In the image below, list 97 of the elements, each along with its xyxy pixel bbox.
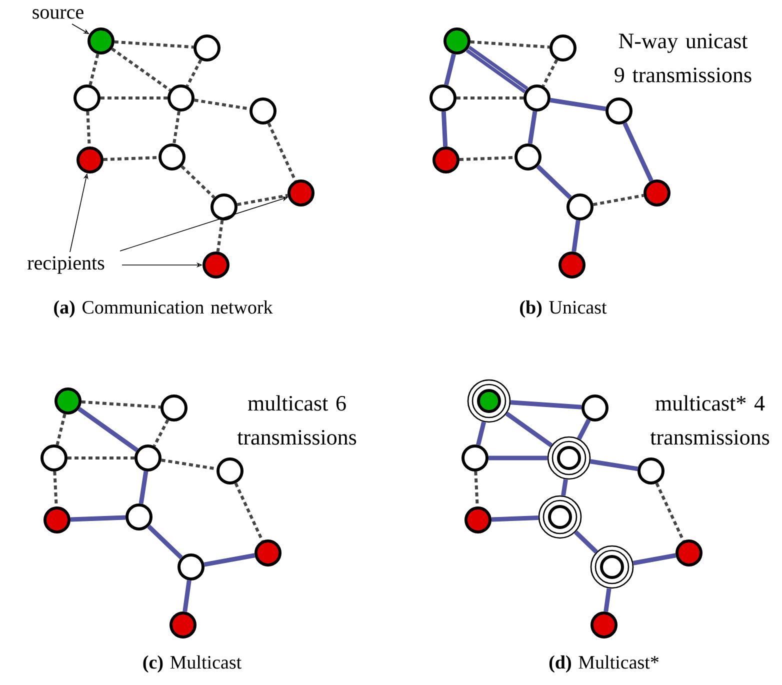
link-line <box>572 220 580 252</box>
dashed-link <box>161 458 217 470</box>
network-node <box>194 34 220 62</box>
link-line <box>604 588 612 612</box>
link-line <box>138 471 148 504</box>
network-node <box>288 180 314 206</box>
link-line <box>204 553 256 567</box>
dashed-link <box>88 54 100 86</box>
dashed-link <box>459 156 515 161</box>
network-node <box>158 144 186 170</box>
network-node <box>644 180 670 206</box>
link-line <box>505 412 553 448</box>
broadcast-node <box>547 436 591 480</box>
network-node <box>170 611 196 638</box>
link-line <box>441 111 448 147</box>
link-line <box>536 164 572 200</box>
dashed-link <box>152 419 170 447</box>
network-node <box>430 84 456 112</box>
panel-caption: (a) Communication network <box>54 300 273 318</box>
annotation-label: source <box>32 9 84 19</box>
broadcast-node <box>590 545 634 589</box>
link-line <box>561 479 568 496</box>
dashed-link <box>593 194 644 206</box>
network-node <box>582 394 608 422</box>
dashed-link <box>180 165 216 199</box>
link-line <box>476 421 486 446</box>
link-line <box>491 516 538 522</box>
dashed-link <box>81 400 161 409</box>
dashed-link <box>186 59 202 87</box>
link-line <box>528 111 538 144</box>
network-node <box>514 144 542 170</box>
dashed-link <box>542 59 558 87</box>
network-node <box>76 146 104 174</box>
network-node <box>566 194 594 220</box>
transmission-note: N-way unicast 9 transmissions <box>614 34 752 82</box>
panel-caption: (d) Multicast* <box>549 655 659 673</box>
dashed-link <box>234 482 264 542</box>
link-line <box>577 418 591 440</box>
dashed-link <box>111 48 171 92</box>
panel-caption: (c) Multicast <box>143 655 242 673</box>
dashed-link <box>267 122 297 182</box>
network-node <box>558 251 586 278</box>
dashed-link <box>216 220 224 252</box>
link-line <box>444 54 456 86</box>
dashed-link <box>655 482 685 542</box>
network-node <box>462 444 488 472</box>
network-node <box>40 444 68 472</box>
link-line <box>78 406 138 452</box>
link-line <box>147 524 183 560</box>
dashed-link <box>56 414 66 446</box>
network-node <box>606 98 632 124</box>
annotation-label: recipients <box>28 256 104 274</box>
link-line <box>70 515 126 522</box>
link-line <box>510 400 582 410</box>
panel-caption: (b) Unicast <box>520 300 607 318</box>
network-node <box>202 251 230 278</box>
link-line <box>590 459 638 472</box>
network-node <box>550 34 576 62</box>
network-node <box>524 84 550 112</box>
network-node <box>178 553 204 580</box>
network-node <box>134 444 162 472</box>
network-node <box>254 539 282 566</box>
dashed-link <box>100 96 168 100</box>
dashed-link <box>456 96 524 100</box>
broadcast-node <box>538 495 582 539</box>
dashed-link <box>194 98 250 110</box>
network-node <box>74 84 100 112</box>
dashed-link <box>470 40 550 49</box>
link-line <box>622 122 654 182</box>
network-node <box>126 503 152 530</box>
network-node <box>216 457 244 484</box>
dashed-link <box>103 156 159 161</box>
link-line <box>632 553 676 566</box>
network-node <box>44 506 70 534</box>
network-node <box>638 457 664 484</box>
link-line <box>488 456 548 460</box>
dashed-link <box>114 40 194 49</box>
dashed-link <box>237 194 288 206</box>
network-node <box>250 98 276 124</box>
network-node <box>88 28 114 54</box>
link-line <box>550 98 606 112</box>
network-node <box>168 84 194 112</box>
network-node <box>210 194 238 220</box>
link-line <box>574 530 598 554</box>
transmission-note: multicast 6 transmissions <box>237 395 356 445</box>
network-node <box>160 394 188 422</box>
network-node <box>676 539 702 566</box>
dashed-link <box>68 456 134 460</box>
transmission-note: multicast* 4 transmissions <box>650 395 770 445</box>
network-node <box>444 28 470 54</box>
network-node <box>590 611 618 638</box>
dashed-link <box>172 111 180 144</box>
network-node <box>464 506 492 534</box>
broadcast-node <box>467 379 511 423</box>
link-line <box>182 580 192 612</box>
network-node <box>432 146 460 174</box>
network-node <box>54 388 82 414</box>
